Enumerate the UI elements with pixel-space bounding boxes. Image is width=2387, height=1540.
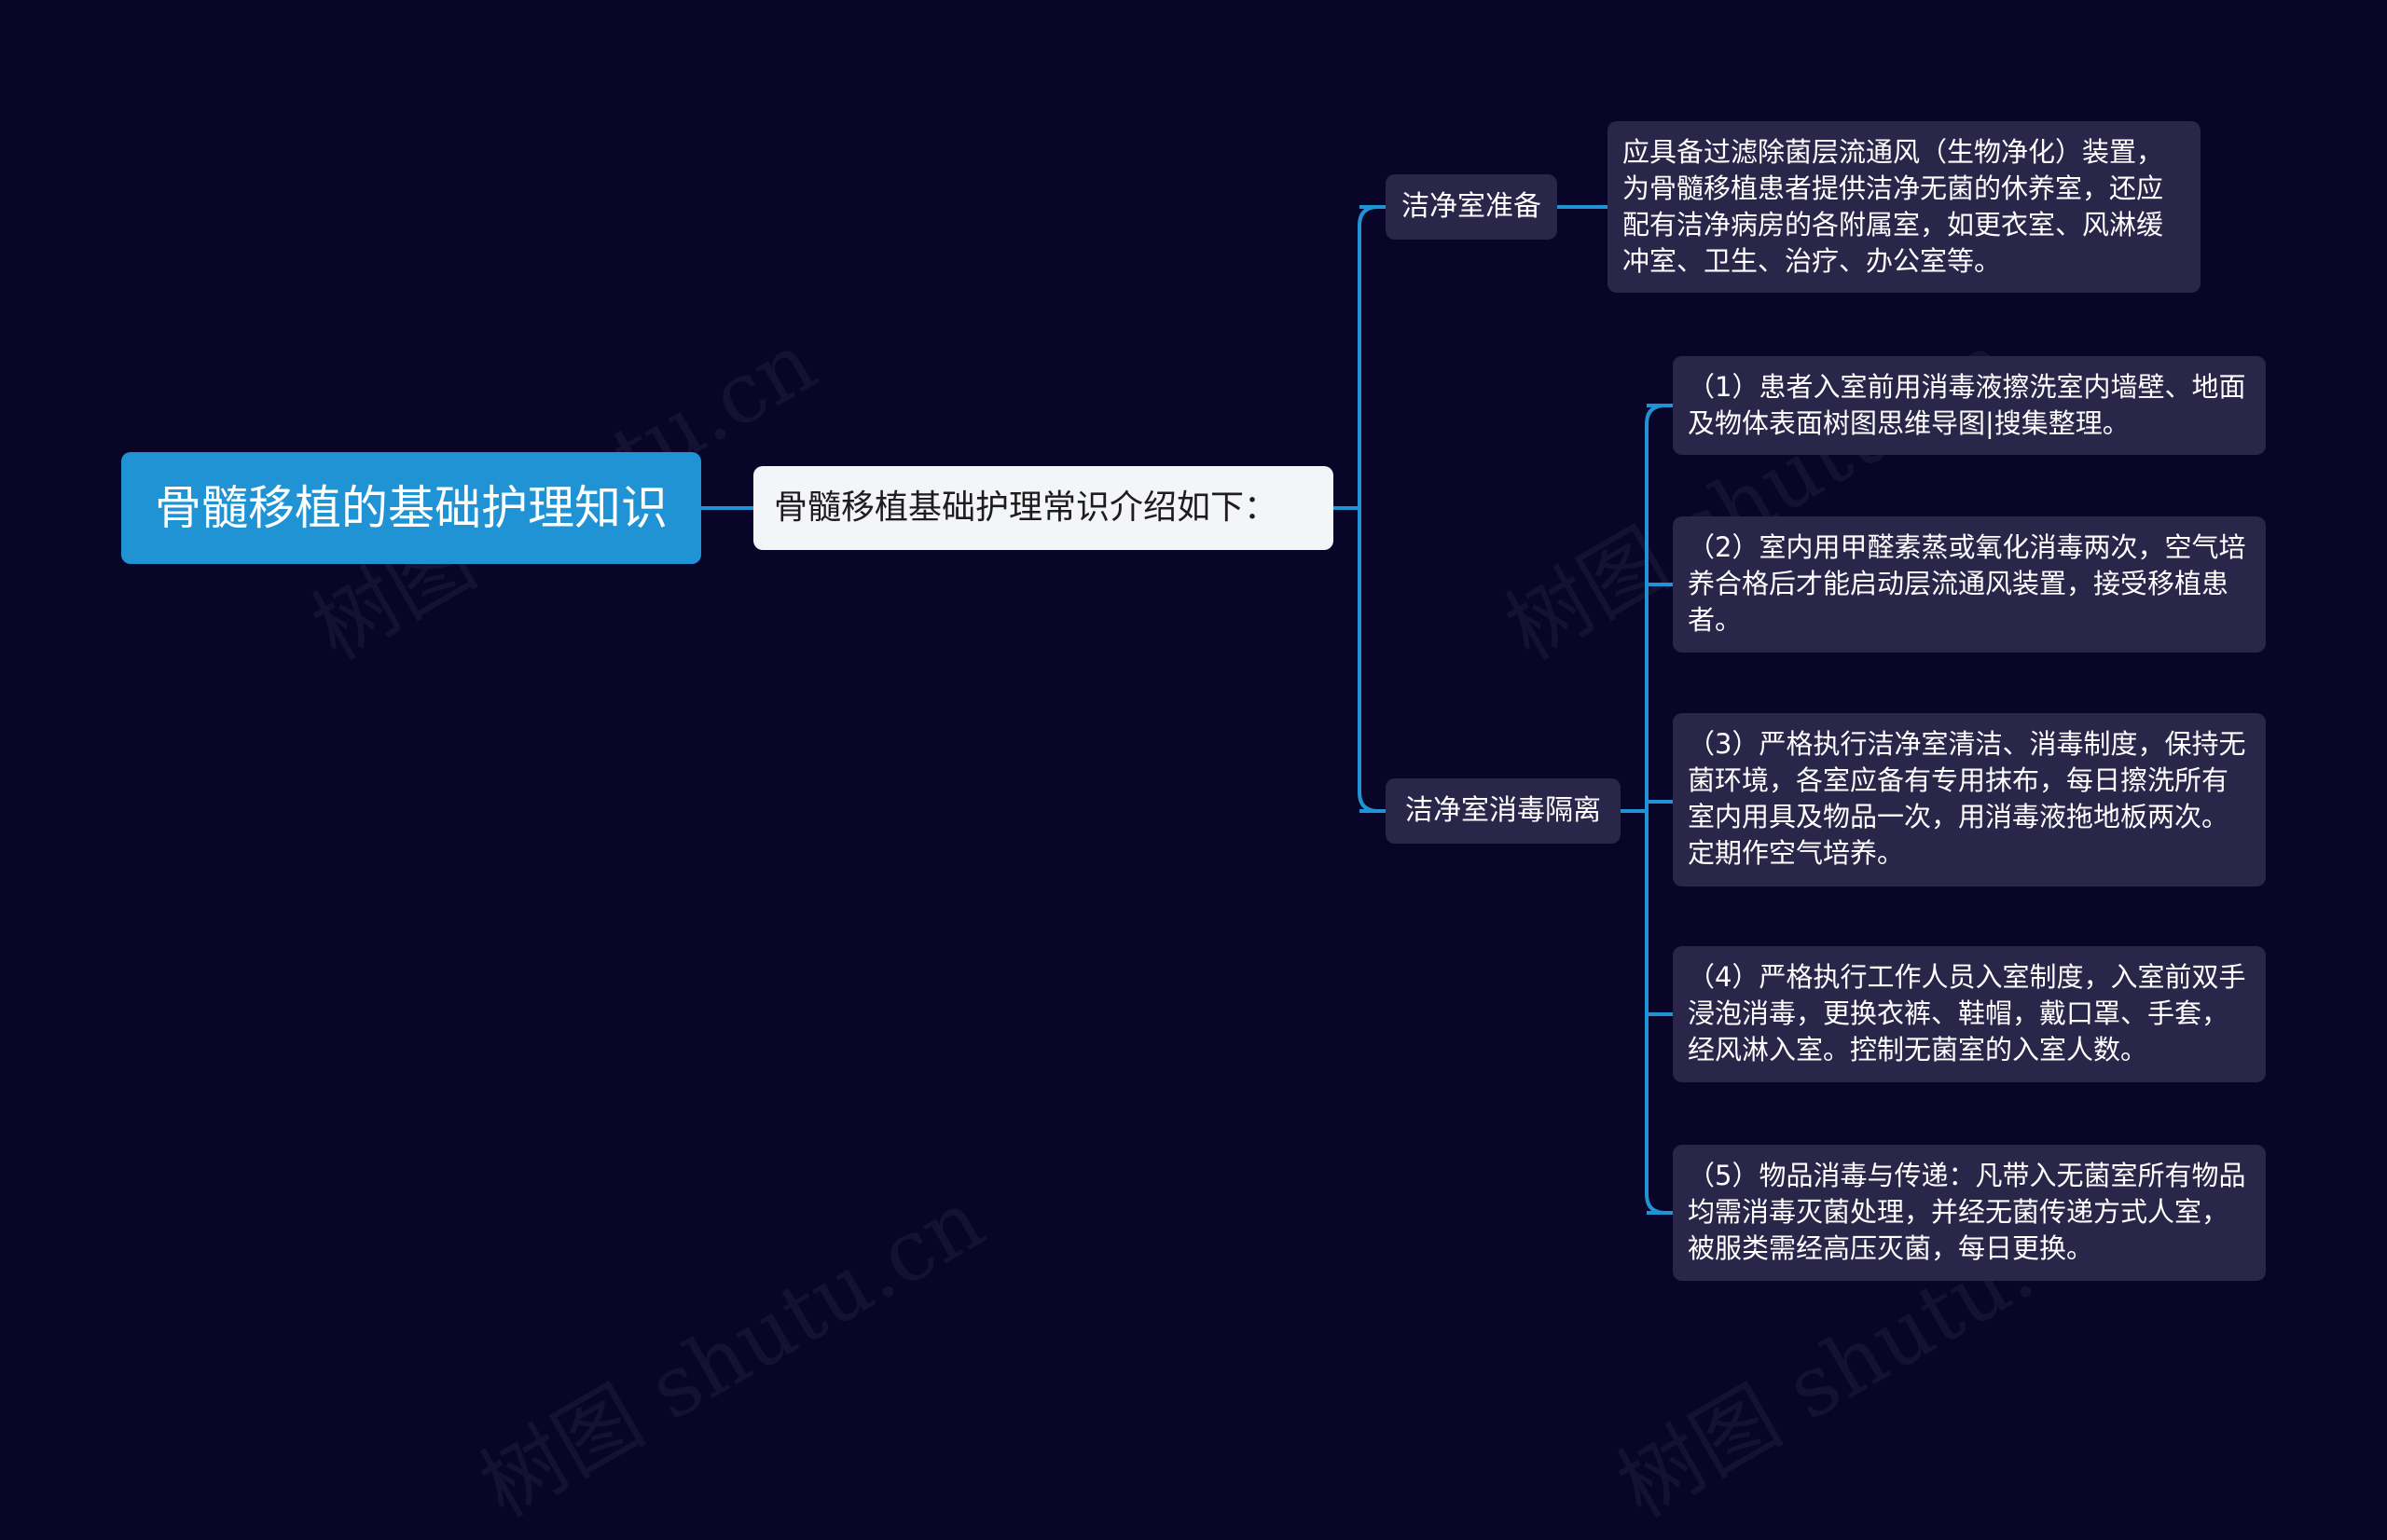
connector-lines xyxy=(701,205,1673,1215)
branch-node-cleanroom-disinfection[interactable]: 洁净室消毒隔离 xyxy=(1386,778,1621,844)
level1-node[interactable]: 骨髓移植基础护理常识介绍如下： xyxy=(753,466,1333,550)
leaf-node[interactable]: 应具备过滤除菌层流通风（生物净化）装置，为骨髓移植患者提供洁净无菌的休养室，还应… xyxy=(1607,121,2201,293)
leaf-node[interactable]: （5）物品消毒与传递：凡带入无菌室所有物品均需消毒灭菌处理，并经无菌传递方式人室… xyxy=(1673,1145,2266,1281)
leaf-node[interactable]: （1）患者入室前用消毒液擦洗室内墙壁、地面及物体表面树图思维导图|搜集整理。 xyxy=(1673,356,2266,455)
leaf-node[interactable]: （2）室内用甲醛素蒸或氧化消毒两次，空气培养合格后才能启动层流通风装置，接受移植… xyxy=(1673,516,2266,653)
connector-branch2-to-leaves xyxy=(1621,404,1673,1215)
leaf-node[interactable]: （4）严格执行工作人员入室制度，入室前双手浸泡消毒，更换衣裤、鞋帽，戴口罩、手套… xyxy=(1673,946,2266,1082)
branch-node-cleanroom-prep[interactable]: 洁净室准备 xyxy=(1386,174,1557,240)
connector-level1-to-branches xyxy=(1333,205,1386,813)
leaf-node[interactable]: （3）严格执行洁净室清洁、消毒制度，保持无菌环境，各室应备有专用抹布，每日擦洗所… xyxy=(1673,713,2266,887)
mindmap-canvas: 骨髓移植的基础护理知识 骨髓移植基础护理常识介绍如下： 洁净室准备 洁净室消毒隔… xyxy=(121,121,2266,1281)
root-node[interactable]: 骨髓移植的基础护理知识 xyxy=(121,452,701,564)
